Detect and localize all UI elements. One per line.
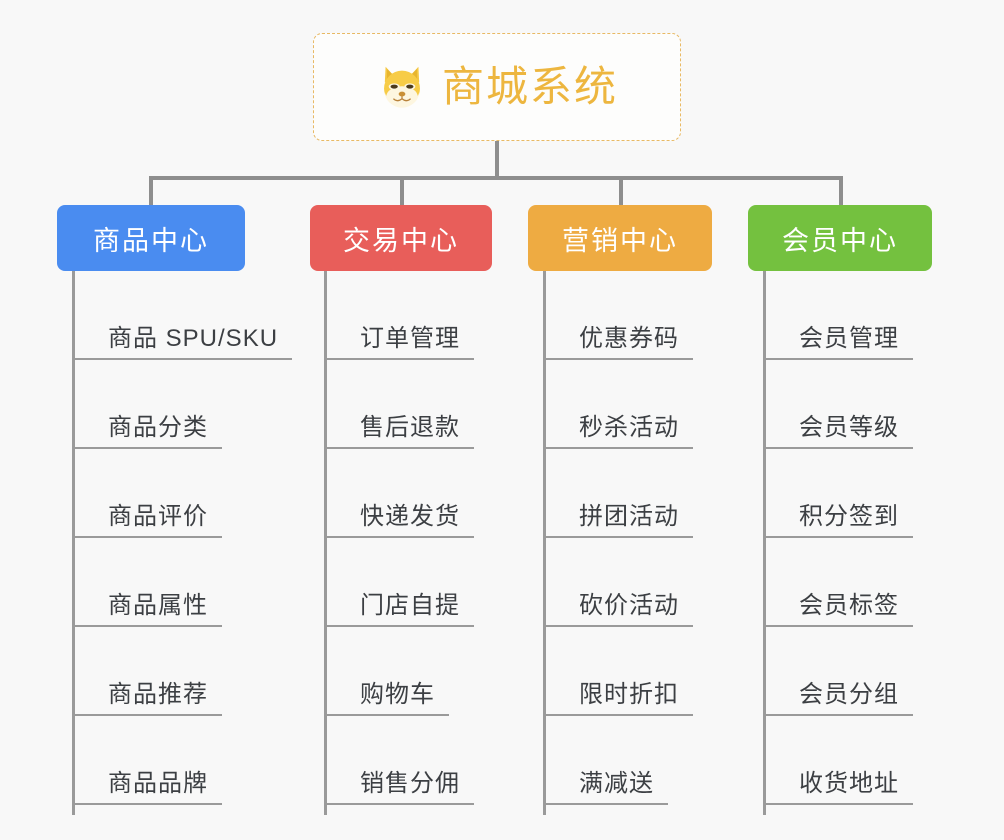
leaf-label: 销售分佣: [324, 769, 474, 805]
list-item[interactable]: 优惠券码: [543, 271, 693, 360]
connector-horizontal-bus: [149, 176, 843, 180]
connector-drop-1: [149, 176, 153, 206]
list-item[interactable]: 商品推荐: [72, 627, 292, 716]
branch-column-2: 交易中心: [310, 205, 492, 271]
list-item[interactable]: 会员分组: [763, 627, 913, 716]
list-item[interactable]: 商品品牌: [72, 716, 292, 805]
branch-spine-4: [763, 271, 766, 815]
list-item[interactable]: 门店自提: [324, 538, 474, 627]
leaf-label: 秒杀活动: [543, 413, 693, 449]
list-item[interactable]: 订单管理: [324, 271, 474, 360]
leaf-label: 满减送: [543, 769, 668, 805]
leaf-label: 会员等级: [763, 413, 913, 449]
list-item[interactable]: 砍价活动: [543, 538, 693, 627]
category-label-trade: 交易中心: [343, 225, 459, 256]
leaf-list-product: 商品 SPU/SKU 商品分类 商品评价 商品属性 商品推荐 商品品牌: [72, 271, 293, 805]
branch-column-3: 营销中心: [528, 205, 712, 271]
leaf-label: 限时折扣: [543, 680, 693, 716]
category-box-member[interactable]: 会员中心: [748, 205, 932, 271]
leaf-label: 会员管理: [763, 324, 913, 360]
list-item[interactable]: 商品分类: [72, 360, 292, 449]
category-label-member: 会员中心: [782, 225, 898, 256]
root-title: 商城系统: [441, 63, 618, 110]
list-item[interactable]: 销售分佣: [324, 716, 474, 805]
list-item[interactable]: 满减送: [543, 716, 693, 805]
leaf-label: 会员标签: [763, 591, 913, 627]
list-item[interactable]: 会员等级: [763, 360, 913, 449]
branch-spine-1: [72, 271, 75, 815]
list-item[interactable]: 售后退款: [324, 360, 474, 449]
category-box-marketing[interactable]: 营销中心: [528, 205, 712, 271]
leaf-label: 商品推荐: [72, 680, 222, 716]
leaf-label: 购物车: [324, 680, 449, 716]
leaf-label: 会员分组: [763, 680, 913, 716]
leaf-label: 商品品牌: [72, 769, 222, 805]
leaf-list-member: 会员管理 会员等级 积分签到 会员标签 会员分组 收货地址: [763, 271, 913, 805]
list-item[interactable]: 商品 SPU/SKU: [72, 271, 293, 360]
list-item[interactable]: 商品评价: [72, 449, 292, 538]
leaf-label: 积分签到: [763, 502, 913, 538]
list-item[interactable]: 会员标签: [763, 538, 913, 627]
list-item[interactable]: 会员管理: [763, 271, 913, 360]
leaf-label: 砍价活动: [543, 591, 693, 627]
list-item[interactable]: 商品属性: [72, 538, 292, 627]
shiba-dog-icon: [376, 62, 428, 112]
leaf-list-marketing: 优惠券码 秒杀活动 拼团活动 砍价活动 限时折扣 满减送: [543, 271, 693, 805]
list-item[interactable]: 限时折扣: [543, 627, 693, 716]
leaf-label: 商品分类: [72, 413, 222, 449]
list-item[interactable]: 购物车: [324, 627, 474, 716]
leaf-label: 快递发货: [324, 502, 474, 538]
leaf-label: 门店自提: [324, 591, 474, 627]
branch-column-4: 会员中心: [748, 205, 932, 271]
leaf-label: 售后退款: [324, 413, 474, 449]
list-item[interactable]: 拼团活动: [543, 449, 693, 538]
list-item[interactable]: 秒杀活动: [543, 360, 693, 449]
connector-drop-3: [619, 176, 623, 206]
connector-drop-4: [839, 176, 843, 206]
leaf-list-trade: 订单管理 售后退款 快递发货 门店自提 购物车 销售分佣: [324, 271, 474, 805]
branch-spine-2: [324, 271, 327, 815]
category-label-marketing: 营销中心: [562, 225, 678, 256]
leaf-label: 商品 SPU/SKU: [72, 324, 293, 360]
list-item[interactable]: 快递发货: [324, 449, 474, 538]
root-node[interactable]: 商城系统: [313, 33, 681, 141]
branch-column-1: 商品中心: [57, 205, 245, 271]
category-box-product[interactable]: 商品中心: [57, 205, 245, 271]
leaf-label: 订单管理: [324, 324, 474, 360]
leaf-label: 收货地址: [763, 769, 913, 805]
list-item[interactable]: 收货地址: [763, 716, 913, 805]
leaf-label: 拼团活动: [543, 502, 693, 538]
branch-spine-3: [543, 271, 546, 815]
leaf-label: 商品属性: [72, 591, 222, 627]
category-box-trade[interactable]: 交易中心: [310, 205, 492, 271]
leaf-label: 优惠券码: [543, 324, 693, 360]
list-item[interactable]: 积分签到: [763, 449, 913, 538]
leaf-label: 商品评价: [72, 502, 222, 538]
connector-root-drop: [495, 141, 499, 178]
connector-drop-2: [400, 176, 404, 206]
category-label-product: 商品中心: [93, 225, 209, 256]
